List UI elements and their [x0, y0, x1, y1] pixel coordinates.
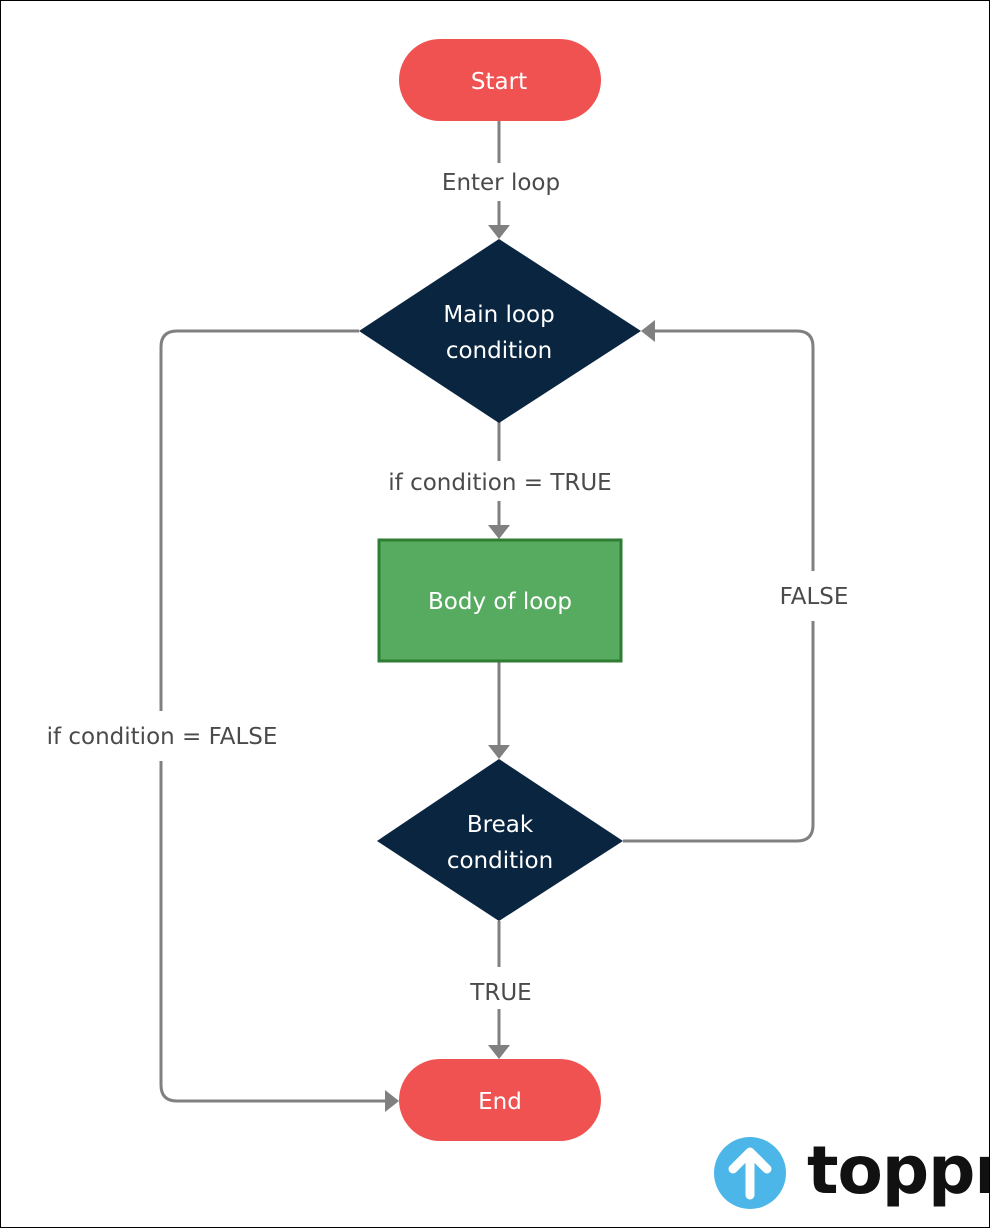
arrowhead: [488, 1045, 510, 1059]
body-label: Body of loop: [428, 589, 572, 615]
arrowhead: [488, 225, 510, 239]
end-label: End: [478, 1089, 522, 1115]
arrowhead: [488, 745, 510, 759]
arrowhead: [641, 320, 655, 342]
main-condition-label-line2: condition: [446, 338, 552, 364]
edge-label-condition-false: if condition = FALSE: [47, 724, 278, 750]
start-node: Start: [399, 39, 601, 121]
up-arrow-circle-icon: [714, 1137, 786, 1209]
end-node: End: [399, 1059, 601, 1141]
edge-break-false-to-main-top: [655, 329, 815, 571]
logo-wordmark: toppr: [807, 1132, 989, 1209]
main-condition-label-line1: Main loop: [443, 302, 554, 328]
main-condition-node: Main loop condition: [359, 239, 641, 423]
edge-main-false-to-end-bottom: [159, 761, 385, 1103]
break-condition-node: Break condition: [377, 759, 623, 921]
edge-label-condition-true: if condition = TRUE: [388, 470, 611, 496]
arrowhead: [488, 525, 510, 539]
body-node: Body of loop: [377, 538, 623, 663]
edge-label-enter-loop: Enter loop: [442, 170, 560, 196]
start-label: Start: [471, 69, 527, 95]
edge-label-break-true: TRUE: [469, 980, 531, 1006]
edge-main-false-to-end-top: [159, 329, 359, 711]
break-condition-label-line1: Break: [467, 812, 534, 838]
arrowhead: [385, 1090, 399, 1112]
edge-label-break-false: FALSE: [780, 584, 849, 610]
toppr-logo: toppr: [714, 1132, 989, 1209]
edge-break-false-to-main-bottom: [623, 621, 815, 843]
break-condition-label-line2: condition: [447, 848, 553, 874]
connectors: [159, 121, 815, 1112]
